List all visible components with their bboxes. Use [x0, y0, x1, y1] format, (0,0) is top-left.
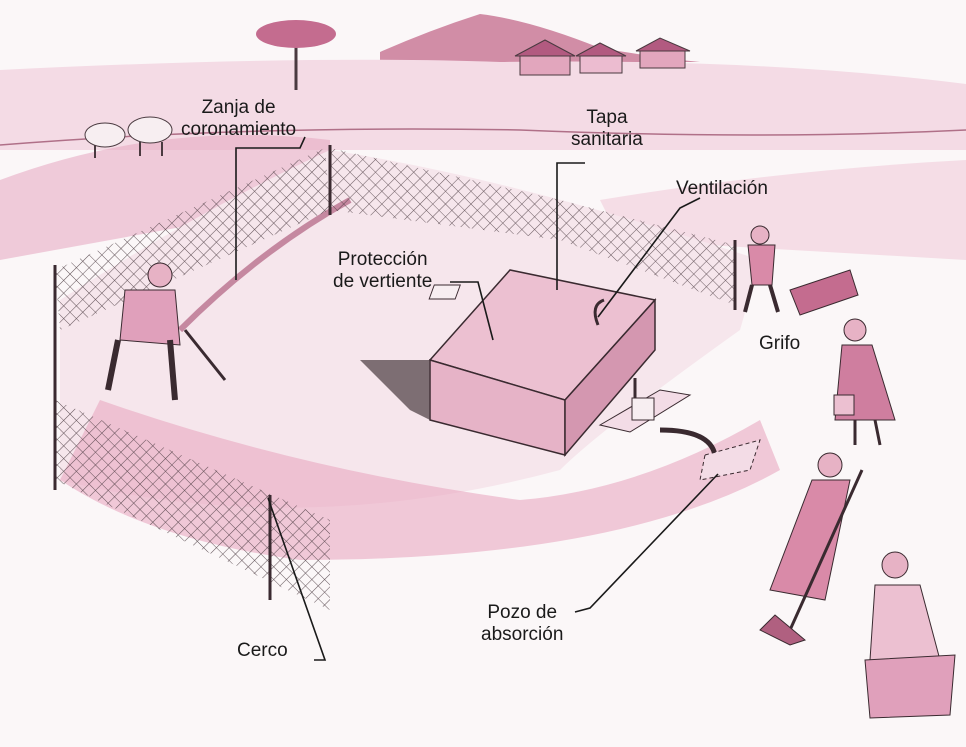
label-zanja-line2: coronamiento: [181, 119, 296, 141]
label-tapa-line1: Tapa: [571, 107, 643, 129]
label-pozo-de-absorcion: Pozo de absorción: [481, 602, 563, 646]
label-grifo: Grifo: [759, 333, 800, 355]
label-zanja-de-coronamiento: Zanja de coronamiento: [181, 97, 296, 141]
sanitary-cover: [429, 285, 460, 299]
label-tapa-sanitaria: Tapa sanitaria: [571, 107, 643, 151]
label-cerco: Cerco: [237, 640, 288, 662]
label-proteccion-line1: Protección: [333, 249, 432, 271]
label-pozo-line1: Pozo de: [481, 602, 563, 624]
label-proteccion-de-vertiente: Protección de vertiente: [333, 249, 432, 293]
label-tapa-line2: sanitaria: [571, 129, 643, 151]
label-proteccion-line2: de vertiente: [333, 271, 432, 293]
label-zanja-line1: Zanja de: [181, 97, 296, 119]
label-pozo-line2: absorción: [481, 624, 563, 646]
label-ventilacion: Ventilación: [676, 178, 768, 200]
